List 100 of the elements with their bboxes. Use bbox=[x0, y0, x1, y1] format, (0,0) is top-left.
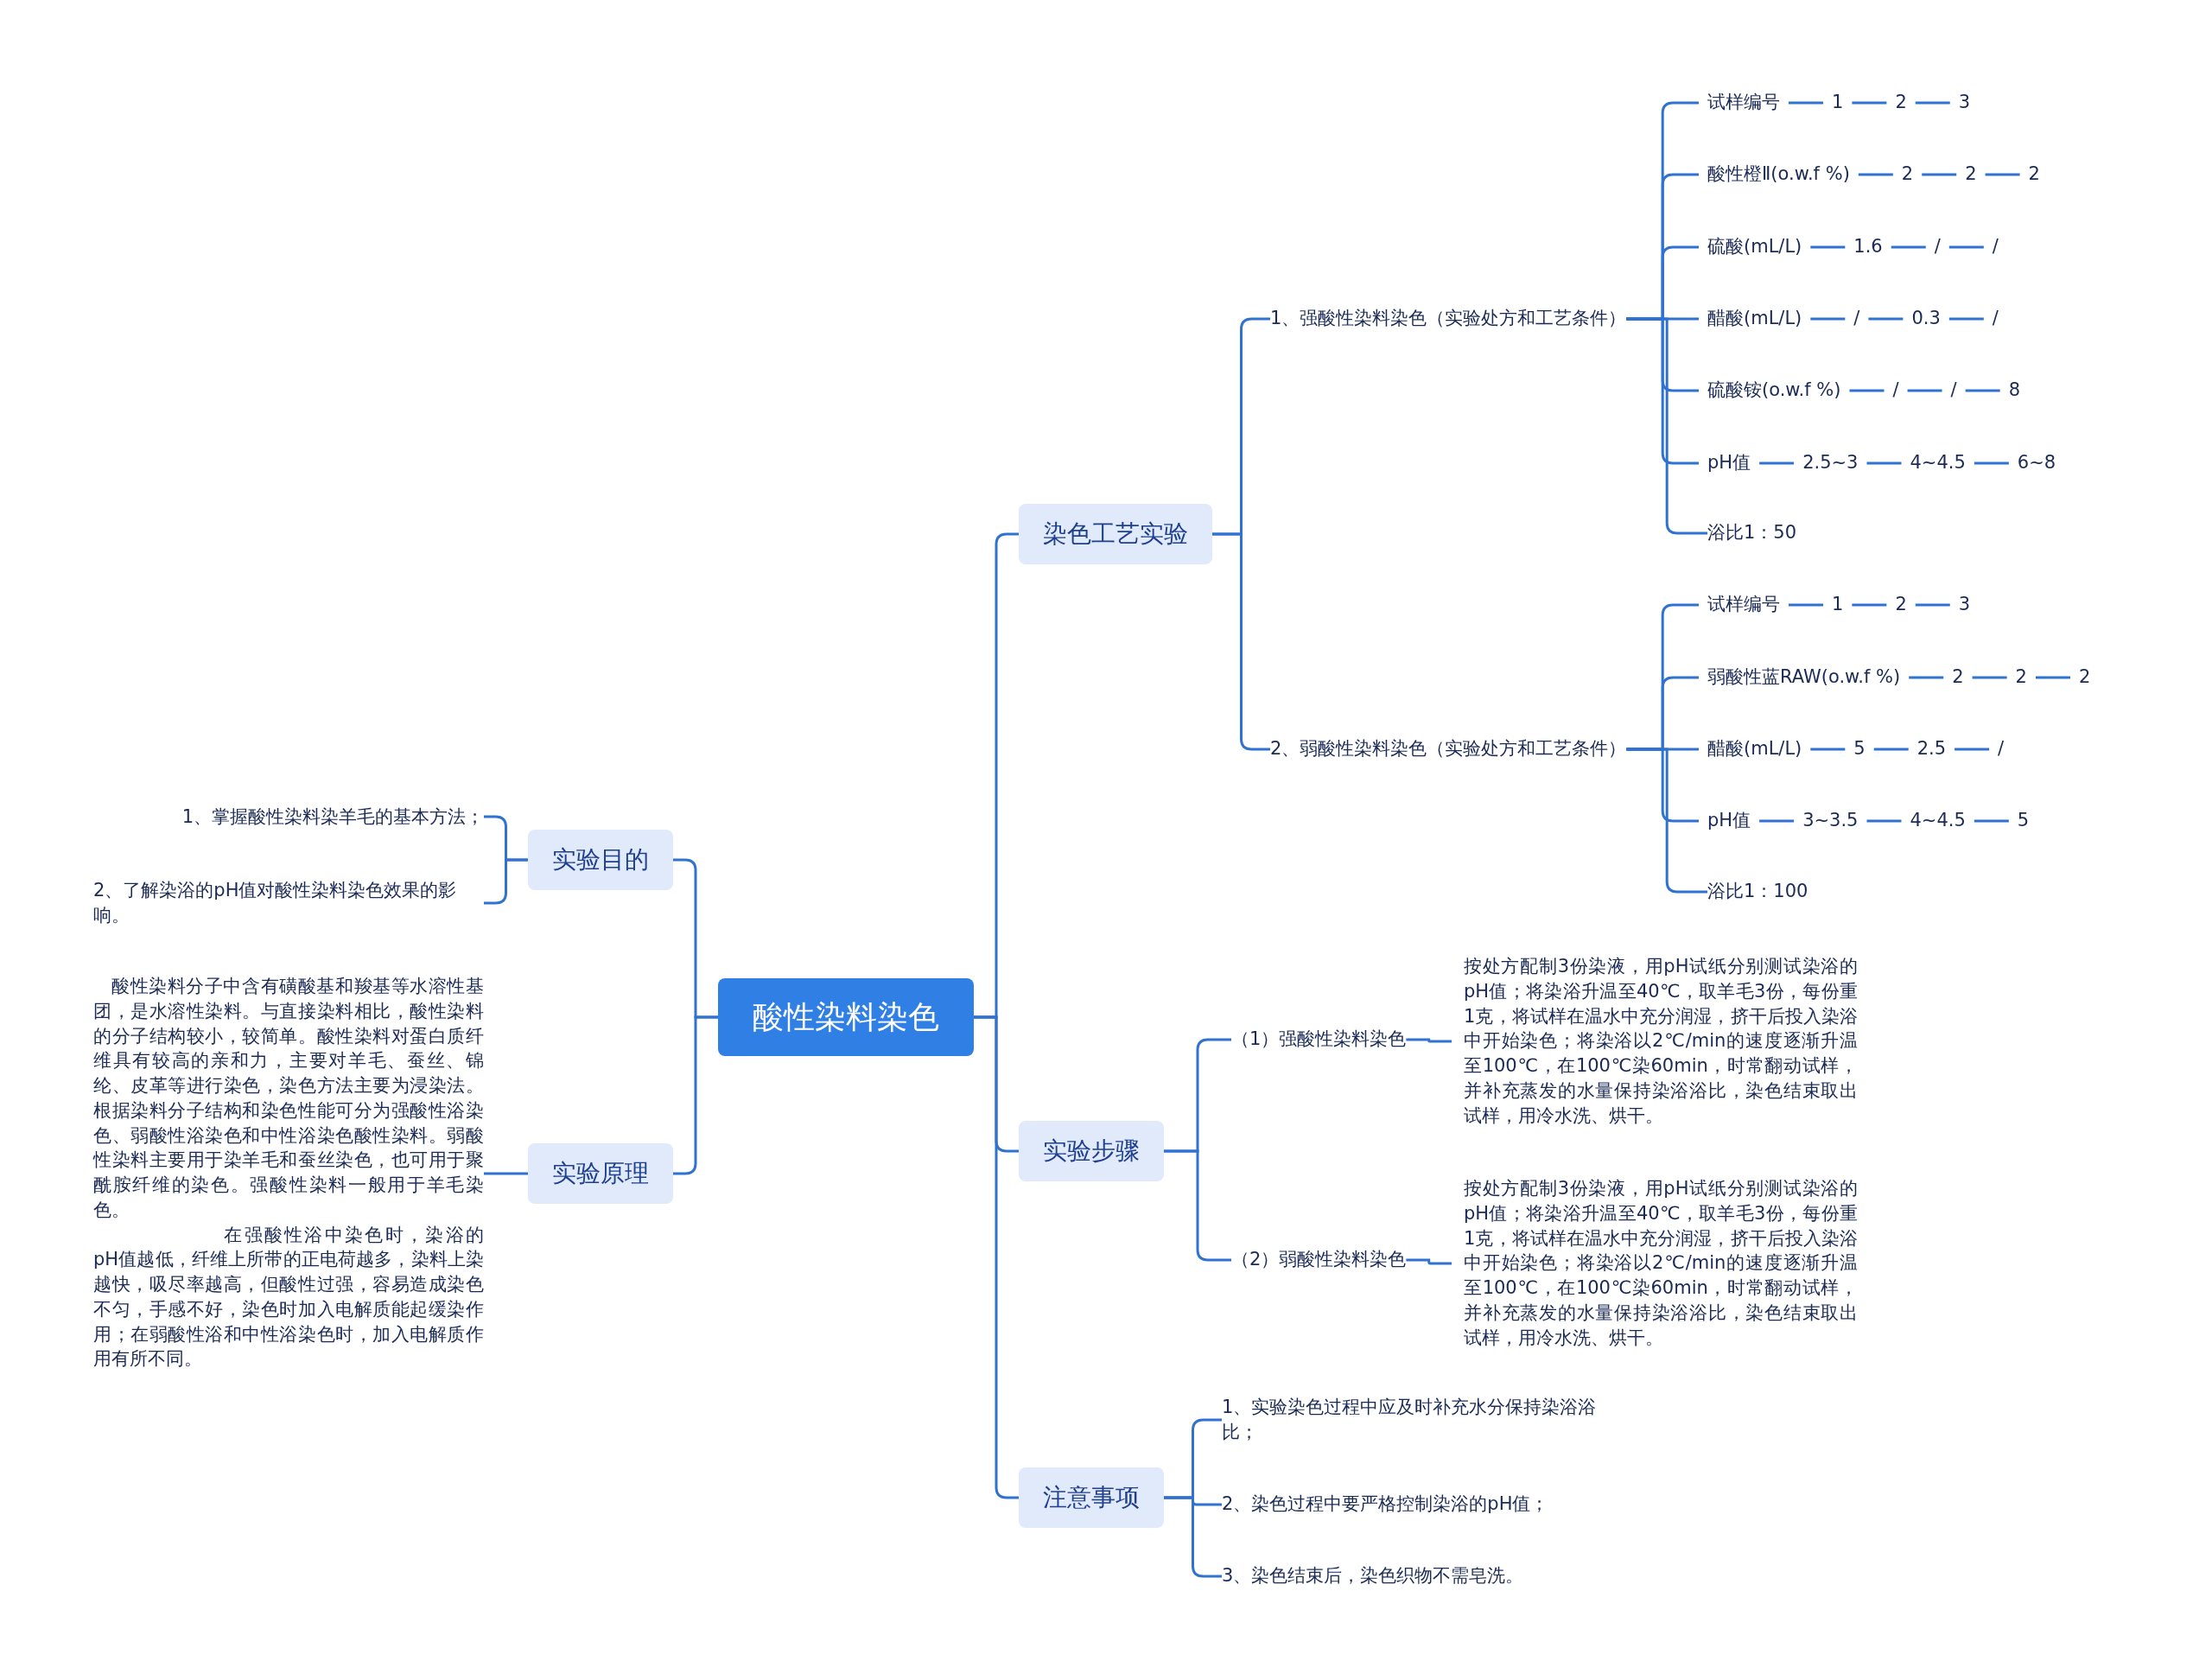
connector-line bbox=[1810, 317, 1846, 321]
value-label: 2 bbox=[1943, 665, 1973, 690]
value-label: 8 bbox=[1999, 378, 2030, 404]
value-label: 2 bbox=[2019, 162, 2049, 188]
row-heading: 醋酸(mL/L) bbox=[1699, 736, 1811, 762]
value-label: 3 bbox=[1949, 90, 1980, 116]
connector-line bbox=[1909, 676, 1944, 679]
topic-label: 染色工艺实验 bbox=[1043, 519, 1188, 550]
value-label: / bbox=[1925, 234, 1949, 260]
topic-box bbox=[528, 1143, 673, 1204]
connector-line bbox=[1789, 101, 1823, 105]
row-heading: 试样编号 bbox=[1699, 592, 1789, 618]
branch-label: 2、弱酸性染料染色（实验处方和工艺条件） bbox=[1270, 736, 1627, 762]
connector-line bbox=[1948, 317, 1984, 321]
branch-label: （2）弱酸性染料染色 bbox=[1231, 1247, 1407, 1273]
branch-label: 1、强酸性染料染色（实验处方和工艺条件） bbox=[1270, 306, 1627, 332]
value-label: / bbox=[1884, 378, 1908, 404]
row-heading: 醋酸(mL/L) bbox=[1699, 306, 1811, 332]
row-heading: 试样编号 bbox=[1699, 90, 1789, 116]
value-label: 0.3 bbox=[1903, 306, 1949, 332]
value-label: 2 bbox=[1892, 162, 1923, 188]
connector-line bbox=[974, 1015, 1019, 1499]
connector-line bbox=[1849, 389, 1885, 392]
connector-line bbox=[1915, 603, 1950, 607]
connector-line bbox=[1974, 461, 2009, 465]
description-paragraph: 在强酸性浴中染色时，染浴的pH值越低，纤维上所带的正电荷越多，染料上染越快，吸尽率越高，但酸性过强，容易造成染色不匀，手感不好，染色时加入电解质能起缓染作用；在弱酸性浴和中性浴染色时，加入电解质作用有所不同。 bbox=[93, 1223, 484, 1371]
connector-line bbox=[1810, 748, 1846, 751]
connector-line bbox=[1406, 1258, 1452, 1265]
connector-line bbox=[1759, 819, 1795, 823]
value-label: / bbox=[1983, 306, 2007, 332]
value-label: 2 bbox=[1956, 162, 1986, 188]
connector-line bbox=[1873, 748, 1909, 751]
note-text: 1、掌握酸性染料染羊毛的基本方法； bbox=[93, 804, 484, 830]
topic-label: 实验目的 bbox=[552, 844, 649, 875]
value-label: 3~3.5 bbox=[1794, 808, 1867, 834]
connector-line bbox=[1852, 101, 1887, 105]
connector-line bbox=[1866, 461, 1902, 465]
connector-line bbox=[1891, 245, 1926, 249]
connector-line bbox=[1626, 317, 1707, 535]
topic-label: 注意事项 bbox=[1043, 1482, 1140, 1513]
connector-line bbox=[1789, 603, 1823, 607]
value-label: 5 bbox=[2008, 808, 2038, 834]
connector-line bbox=[484, 1172, 528, 1175]
branch-label: （1）强酸性染料染色 bbox=[1231, 1027, 1407, 1053]
connector-line bbox=[1810, 245, 1846, 249]
connector-line bbox=[1406, 1038, 1452, 1043]
value-label: / bbox=[1845, 306, 1869, 332]
connector-line bbox=[1955, 748, 1990, 751]
connector-line bbox=[1922, 173, 1957, 176]
row-heading: 硫酸铵(o.w.f %) bbox=[1699, 378, 1850, 404]
value-label: 2.5~3 bbox=[1794, 450, 1867, 476]
connector-line bbox=[673, 1015, 718, 1175]
row-heading: pH值 bbox=[1699, 808, 1760, 834]
value-label: / bbox=[1989, 736, 2013, 762]
connector-line bbox=[1868, 317, 1904, 321]
value-label: 1.6 bbox=[1845, 234, 1891, 260]
description-paragraph: 按处方配制3份染液，用pH试纸分别测试染浴的pH值；将染浴升温至40℃，取羊毛3份，每份重1克，将试样在温水中充分润湿，挤干后投入染浴中开始染色；将染浴以2℃/min的速度逐渐升温至100℃，在100℃染60min，时常翻动试样，并补充蒸发的水量保持染浴浴比，染色结束取出试样，用冷水洗、烘干。 bbox=[1464, 1177, 1858, 1350]
branch-label: 浴比1：100 bbox=[1707, 879, 1808, 905]
value-label: / bbox=[1942, 378, 1966, 404]
value-label: 4~4.5 bbox=[1901, 808, 1974, 834]
row-heading: 酸性橙Ⅱ(o.w.f %) bbox=[1699, 162, 1859, 188]
value-label: 5 bbox=[1845, 736, 1874, 762]
note-text: 2、了解染浴的pH值对酸性染料染色效果的影响。 bbox=[93, 878, 484, 928]
branch-label: 3、染色结束后，染色织物不需皂洗。 bbox=[1222, 1563, 1524, 1589]
branch-label: 2、染色过程中要严格控制染浴的pH值； bbox=[1222, 1492, 1549, 1518]
connector-line bbox=[1626, 748, 1707, 894]
connector-line bbox=[1866, 819, 1902, 823]
central-topic-box bbox=[718, 978, 974, 1056]
connector-line bbox=[1759, 461, 1795, 465]
note-text: 1、实验染色过程中应及时补充水分保持染浴浴比； bbox=[1222, 1395, 1609, 1445]
description-paragraph: 按处方配制3份染液，用pH试纸分别测试染浴的pH值；将染浴升温至40℃，取羊毛3份，每份重1克，将试样在温水中充分润湿，挤干后投入染浴中开始染色；将染浴以2℃/min的速度逐渐升温至100℃，在100℃染60min，时常翻动试样，并补充蒸发的水量保持染浴浴比，染色结束取出试样，用冷水洗、烘干。 bbox=[1464, 955, 1858, 1128]
value-label: 4~4.5 bbox=[1901, 450, 1974, 476]
connector-line bbox=[1985, 173, 2020, 176]
connector-line bbox=[1164, 1149, 1231, 1262]
topic-label: 实验原理 bbox=[552, 1158, 649, 1189]
connector-line bbox=[1965, 389, 2000, 392]
value-label: 1 bbox=[1823, 592, 1853, 618]
connector-line bbox=[1852, 603, 1887, 607]
topic-box bbox=[1019, 504, 1212, 564]
connector-line bbox=[1974, 819, 2009, 823]
value-label: 2 bbox=[1886, 592, 1916, 618]
value-label: 6~8 bbox=[2008, 450, 2065, 476]
branch-label: 浴比1：50 bbox=[1707, 520, 1797, 546]
topic-box bbox=[528, 830, 673, 890]
value-label: 3 bbox=[1949, 592, 1980, 618]
value-label: 2 bbox=[2069, 665, 2100, 690]
value-label: 2.5 bbox=[1908, 736, 1955, 762]
value-label: 2 bbox=[1886, 90, 1916, 116]
connector-line bbox=[1948, 245, 1984, 249]
connector-line bbox=[1907, 389, 1942, 392]
topic-label: 实验步骤 bbox=[1043, 1136, 1140, 1167]
value-label: 2 bbox=[2006, 665, 2036, 690]
row-heading: pH值 bbox=[1699, 450, 1760, 476]
connector-line bbox=[1858, 173, 1893, 176]
row-heading: 硫酸(mL/L) bbox=[1699, 234, 1811, 260]
description-paragraph: 酸性染料分子中含有磺酸基和羧基等水溶性基团，是水溶性染料。与直接染料相比，酸性染料的分子结构较小，较简单。酸性染料对蛋白质纤维具有较高的亲和力，主要对羊毛、蚕丝、锦纶、皮革等进行染色，染色方法主要为浸染法。根据染料分子结构和染色性能可分为强酸性浴染色、弱酸性浴染色和中性浴染色酸性染料。弱酸性染料主要用于染羊毛和蚕丝染色，也可用于聚酰胺纤维的染色。强酸性染料一般用于羊毛染色。 bbox=[93, 974, 484, 1222]
connector-line bbox=[1915, 101, 1950, 105]
value-label: / bbox=[1983, 234, 2007, 260]
connector-line bbox=[2035, 676, 2070, 679]
value-label: 1 bbox=[1823, 90, 1853, 116]
